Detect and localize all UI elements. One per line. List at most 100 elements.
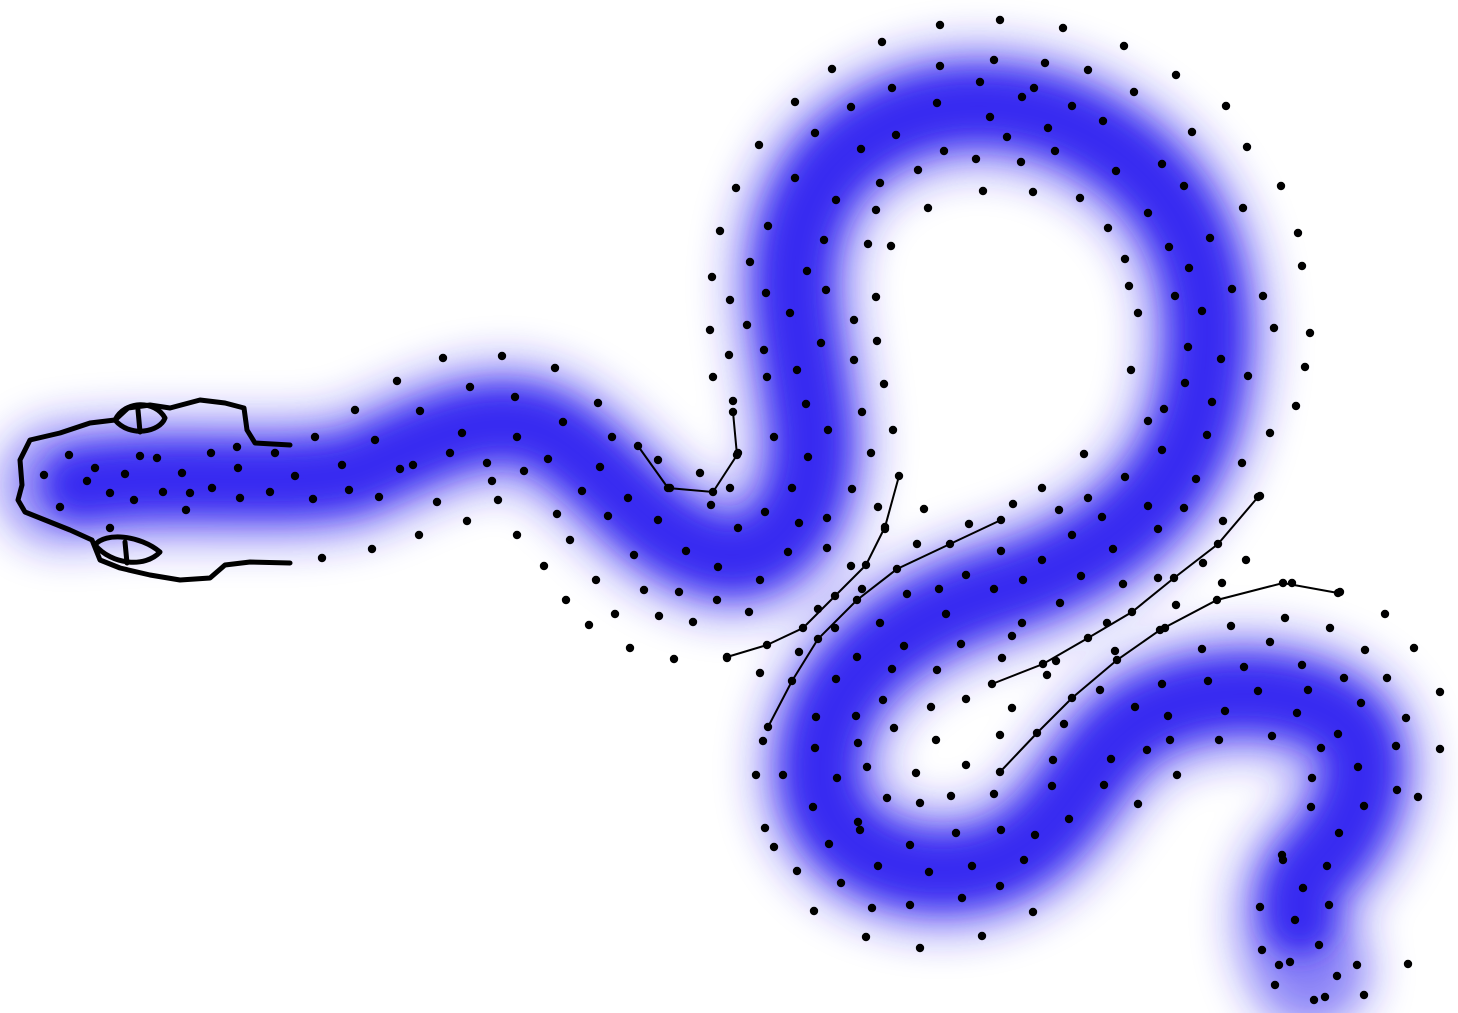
sample-dot xyxy=(923,203,933,213)
sample-dot xyxy=(543,454,553,464)
sample-dot xyxy=(1314,940,1324,950)
sample-dot xyxy=(1106,754,1116,764)
connector-vertex-dot xyxy=(708,487,718,497)
sample-dot xyxy=(1183,342,1193,352)
sample-dot xyxy=(1303,685,1313,695)
sample-dot xyxy=(688,617,698,627)
sample-dot xyxy=(1239,662,1249,672)
sample-dot xyxy=(1133,799,1143,809)
sample-dot xyxy=(852,652,862,662)
sample-dot xyxy=(1305,328,1315,338)
sample-dot xyxy=(964,519,974,529)
sample-dot xyxy=(1218,516,1228,526)
sample-dot xyxy=(639,585,649,595)
sample-dot xyxy=(497,351,507,361)
sample-dot xyxy=(863,239,873,249)
sample-dot xyxy=(971,154,981,164)
sample-dot xyxy=(1083,493,1093,503)
sample-dot xyxy=(742,320,752,330)
connector-vertex-dot xyxy=(1038,659,1048,669)
connector-line-5 xyxy=(999,581,1339,773)
sample-dot xyxy=(831,674,841,684)
sample-dot xyxy=(1401,713,1411,723)
sample-dot xyxy=(1322,861,1332,871)
sample-dot xyxy=(1110,646,1120,656)
sample-dot xyxy=(744,607,754,617)
sample-dot xyxy=(941,609,951,619)
sample-dot xyxy=(1079,449,1089,459)
sample-dot xyxy=(956,639,966,649)
sample-dot xyxy=(1120,472,1130,482)
sample-dot xyxy=(1126,365,1136,375)
sample-dot xyxy=(482,458,492,468)
sample-dot xyxy=(1197,306,1207,316)
sample-dot xyxy=(961,760,971,770)
sample-dot xyxy=(877,37,887,47)
sample-dot xyxy=(1099,780,1109,790)
sample-dot xyxy=(715,226,725,236)
sample-dot xyxy=(899,641,909,651)
sample-dot xyxy=(577,486,587,496)
sample-dot xyxy=(1007,631,1017,641)
sample-dot xyxy=(1111,166,1121,176)
sample-dot xyxy=(1179,181,1189,191)
sample-dot xyxy=(836,878,846,888)
sample-dot xyxy=(1333,729,1343,739)
sample-dot xyxy=(1028,187,1038,197)
sample-dot xyxy=(487,476,497,486)
sample-dot xyxy=(862,762,872,772)
sample-dot xyxy=(1157,679,1167,689)
sample-dot xyxy=(1028,907,1038,917)
sample-dot xyxy=(591,575,601,585)
sample-dot xyxy=(785,308,795,318)
sample-dot xyxy=(1191,474,1201,484)
sample-dot xyxy=(728,396,738,406)
sample-dot xyxy=(462,516,472,526)
sample-dot xyxy=(1142,745,1152,755)
sample-dot xyxy=(1435,687,1445,697)
sample-dot xyxy=(1360,645,1370,655)
sample-dot xyxy=(1103,223,1113,233)
sample-dot xyxy=(712,595,722,605)
sample-dot xyxy=(185,488,195,498)
sample-dot xyxy=(1198,558,1208,568)
sample-dot xyxy=(1133,308,1143,318)
sample-dot xyxy=(1237,458,1247,468)
connector-vertex-dot xyxy=(1112,655,1122,665)
connector-vertex-dot xyxy=(1333,588,1343,598)
sample-dot xyxy=(996,546,1006,556)
sample-dot xyxy=(367,544,377,554)
sample-dot xyxy=(1187,127,1197,137)
sample-dot xyxy=(912,539,922,549)
sample-dot xyxy=(783,547,793,557)
sample-dot xyxy=(769,432,779,442)
sample-dot xyxy=(1007,703,1017,713)
sample-dot xyxy=(760,823,770,833)
connector-vertex-dot xyxy=(798,623,808,633)
sample-dot xyxy=(1220,706,1230,716)
sample-dot xyxy=(1391,741,1401,751)
sample-dot xyxy=(1184,263,1194,273)
sample-dot xyxy=(1287,578,1297,588)
sample-dot xyxy=(1120,254,1130,264)
sample-dot xyxy=(1097,512,1107,522)
sample-dot xyxy=(822,543,832,553)
sample-dot xyxy=(1051,656,1061,666)
sample-dot xyxy=(565,535,575,545)
sample-dot xyxy=(1270,980,1280,990)
sample-dot xyxy=(1435,744,1445,754)
sample-dot xyxy=(1382,673,1392,683)
sample-dot xyxy=(849,355,859,365)
sample-dot xyxy=(308,494,318,504)
sample-dot xyxy=(1119,41,1129,51)
eye-bottom-pupil-icon xyxy=(122,539,130,566)
sample-dot xyxy=(886,241,896,251)
sample-dot xyxy=(810,743,820,753)
sample-dot xyxy=(913,165,923,175)
connector-vertex-dot xyxy=(1155,625,1165,635)
sample-dot xyxy=(891,130,901,140)
sample-dot xyxy=(1143,501,1153,511)
sample-dot xyxy=(1242,142,1252,152)
sample-dot xyxy=(584,620,594,630)
sample-dot xyxy=(1179,503,1189,513)
